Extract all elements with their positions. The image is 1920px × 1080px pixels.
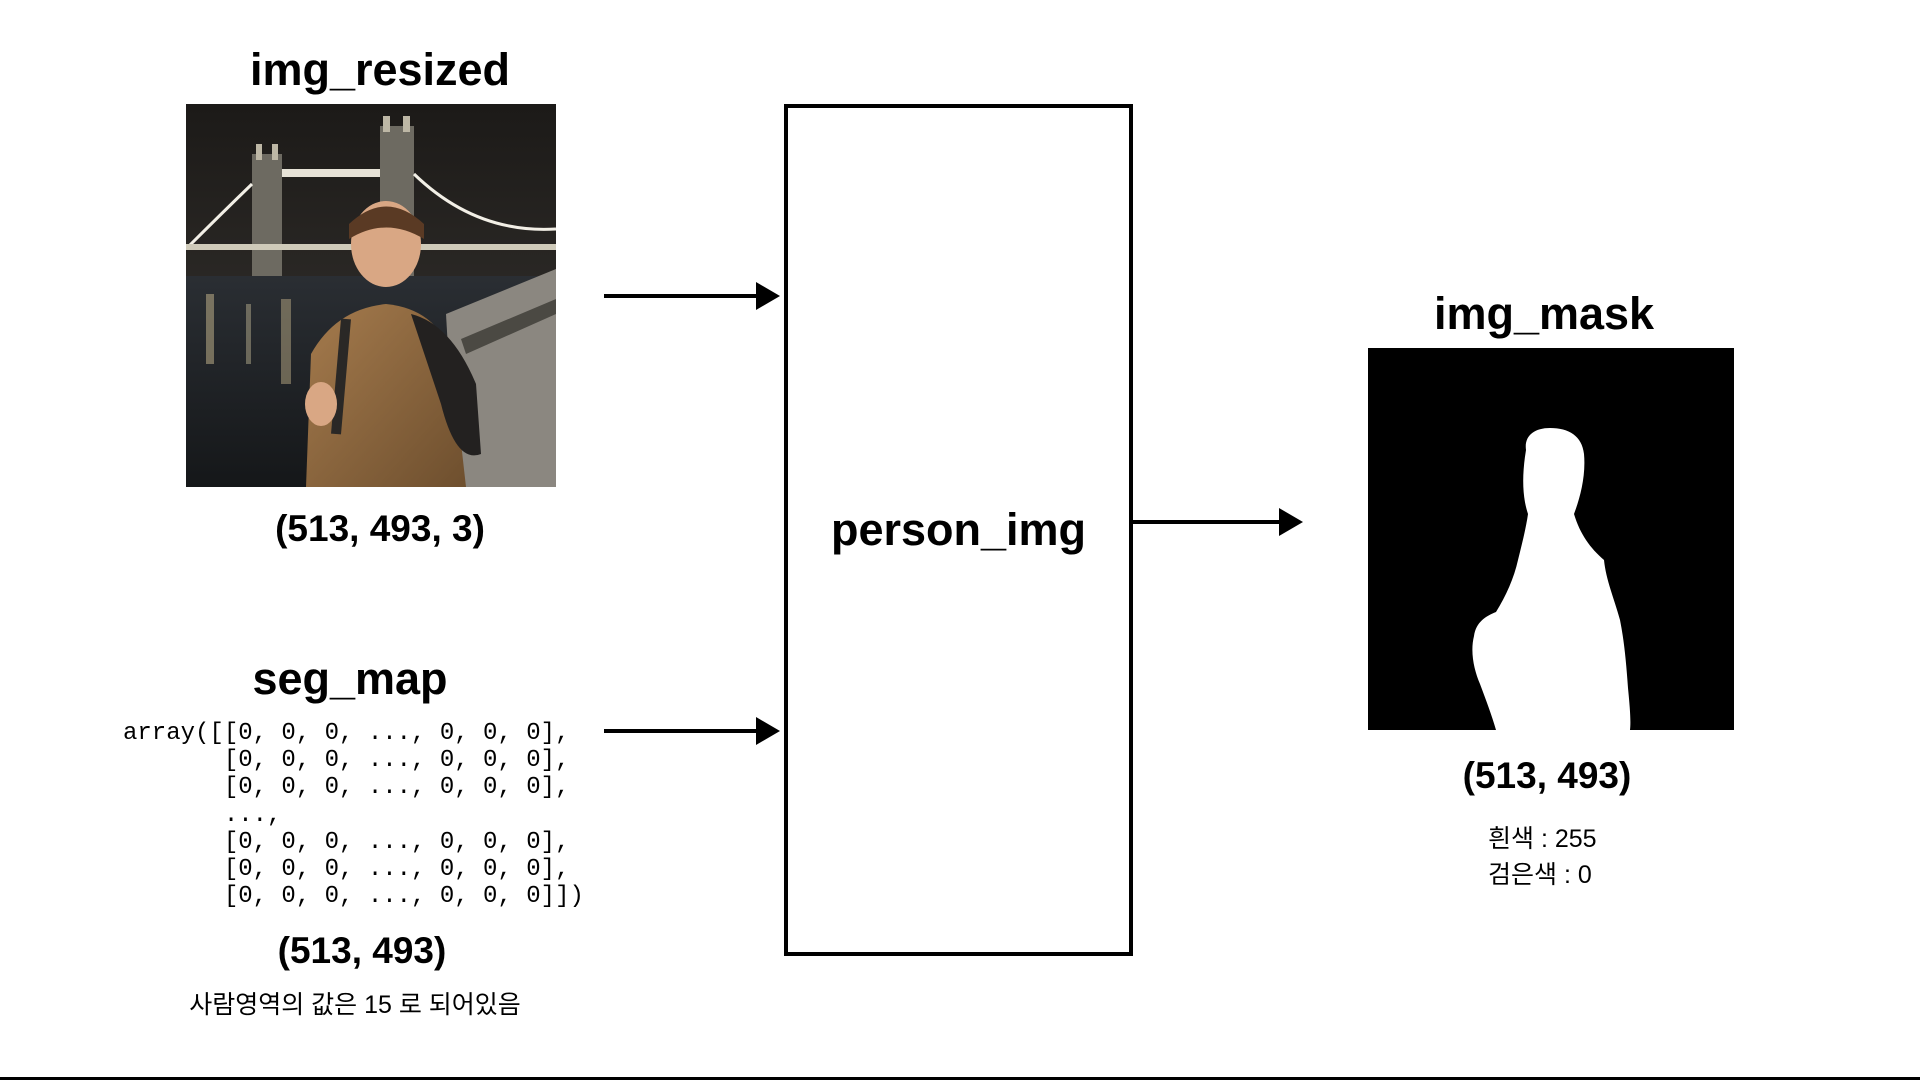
- seg-map-array-text: array([[0, 0, 0, ..., 0, 0, 0], [0, 0, 0…: [123, 720, 584, 910]
- seg-map-array-line: array([[0, 0, 0, ..., 0, 0, 0],: [123, 720, 570, 747]
- img-resized-title: img_resized: [249, 44, 511, 95]
- img-mask-shape: (513, 493): [1462, 755, 1632, 796]
- seg-map-array-line: [0, 0, 0, ..., 0, 0, 0]]): [123, 883, 584, 911]
- img-mask-title: img_mask: [1433, 288, 1655, 339]
- arrow-process-to-mask: [1131, 508, 1303, 536]
- seg-map-array-line: [0, 0, 0, ..., 0, 0, 0],: [123, 774, 570, 802]
- input-photo-thumbnail: [186, 104, 556, 487]
- seg-map-array-line: [0, 0, 0, ..., 0, 0, 0],: [123, 828, 570, 856]
- arrow-image-to-process: [604, 282, 780, 310]
- mask-legend-white: 흰색 : 255: [1488, 825, 1597, 853]
- output-mask-image: [1368, 348, 1734, 730]
- seg-map-title: seg_map: [252, 653, 448, 704]
- process-label: person_img: [830, 504, 1087, 555]
- process-box: [784, 104, 1133, 956]
- img-resized-shape: (513, 493, 3): [275, 508, 485, 549]
- arrow-segmap-to-process: [604, 717, 780, 745]
- mask-legend-black: 검은색 : 0: [1488, 861, 1592, 889]
- bottom-divider: [0, 1077, 1920, 1080]
- seg-map-array-line: ...,: [123, 801, 282, 829]
- seg-map-array-line: [0, 0, 0, ..., 0, 0, 0],: [123, 856, 570, 884]
- seg-map-shape: (513, 493): [277, 930, 447, 971]
- seg-map-array-line: [0, 0, 0, ..., 0, 0, 0],: [123, 747, 570, 775]
- seg-map-note: 사람영역의 값은 15 로 되어있음: [189, 991, 521, 1019]
